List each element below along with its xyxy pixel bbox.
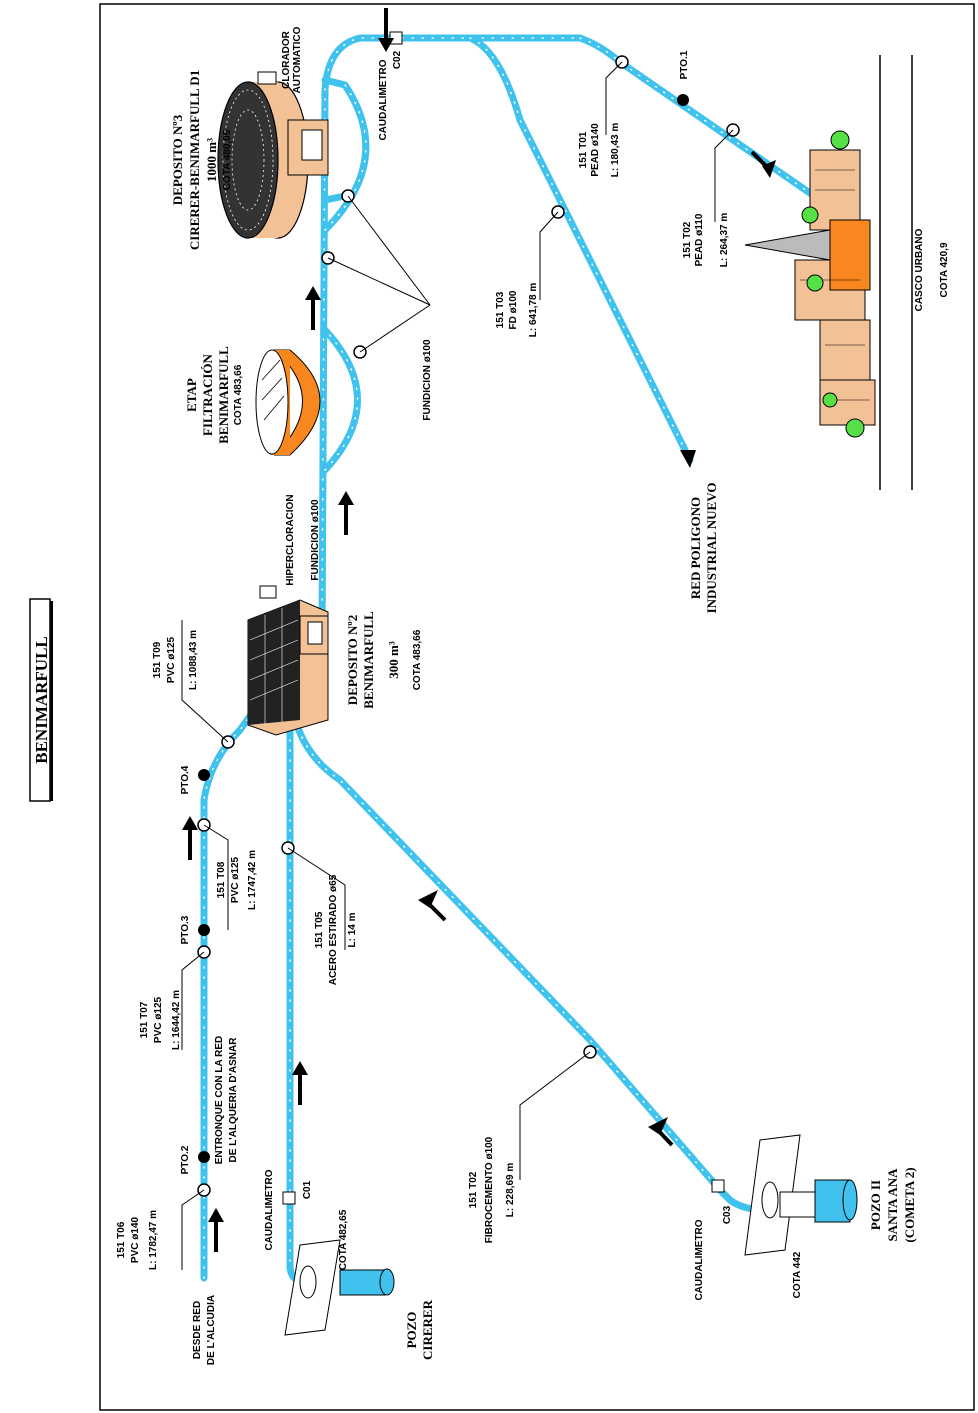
pipe-t03: [466, 34, 694, 464]
t06-label-3: L: 1782,47 m: [148, 1210, 159, 1270]
etap-filter: [255, 349, 321, 456]
pozo2-label-2: SANTA ANA: [885, 1168, 900, 1242]
entronque-label-2: DE L'ALQUERIA D'ASNAR: [228, 1037, 239, 1163]
t08-label-2: PVC ø125: [230, 856, 241, 903]
pipe-deposito3-arc: [321, 76, 370, 234]
deposito3-label-1: DEPOSITO Nº3: [170, 114, 185, 205]
pozo2-label-3: (COMETA 2): [902, 1167, 917, 1242]
t03-label-3: L: 641,78 m: [528, 283, 539, 338]
t07-label-2: PVC ø125: [153, 996, 164, 1043]
drawing-border: [99, 3, 975, 1411]
t01-label-1: 151 T01: [578, 131, 589, 168]
deposito3-cota: COTA 480,05: [222, 129, 233, 190]
t02u-label-1: 151 T02: [682, 221, 693, 258]
etap-cota: COTA 483,66: [233, 364, 244, 425]
arrow-icon: [680, 450, 696, 468]
pozo-cirerer-label-2: CIRERER: [420, 1299, 435, 1360]
t09-label-1: 151 T09: [152, 641, 163, 678]
red-poligono-label-2: INDUSTRIAL NUEVO: [704, 483, 719, 614]
arrow-icon: [208, 1208, 224, 1252]
labels: DEPOSITO Nº3 CIRERER-BENIMARFULL D1 1000…: [116, 26, 950, 1365]
red-poligono-label-1: RED POLIGONO: [688, 497, 703, 599]
arrow-icon: [338, 491, 354, 535]
pto1-label: PTO.1: [679, 50, 690, 79]
arrow-icon: [182, 816, 198, 860]
t08-label-1: 151 T08: [216, 861, 227, 898]
t02l-label-2: FIBROCEMENTO ø100: [484, 1136, 495, 1243]
t06-label-2: PVC ø140: [130, 1216, 141, 1263]
pozo-cirerer-well: [282, 1191, 395, 1336]
deposito-2-tank: [247, 585, 329, 736]
arrow-icon: [418, 890, 447, 922]
arrow-icon: [292, 1061, 308, 1105]
t05-label-2: ACERO ESTIRADO ø65: [328, 874, 339, 985]
cota-pozo-cirerer: COTA 482,65: [338, 1209, 349, 1270]
pto3-label: PTO.3: [180, 915, 191, 944]
t07-label-3: L: 1644,42 m: [171, 990, 182, 1050]
caudalimetro-c02-label-2: C02: [392, 50, 403, 69]
t09-label-3: L: 1088,43 m: [188, 630, 199, 690]
t08-label-3: L: 1747,42 m: [247, 850, 258, 910]
fundicion-label: FUNDICION ø100: [422, 339, 433, 421]
t05-label-3: L: 14 m: [347, 912, 358, 947]
t03-label-2: FD ø100: [508, 290, 519, 329]
caudalimetro-c01-label-1: CAUDALIMETRO: [264, 1169, 275, 1250]
entronque-label-1: ENTRONQUE CON LA RED: [214, 1036, 225, 1165]
desde-label-1: DESDE RED: [192, 1301, 203, 1359]
caudalimetro-c03-label-1: CAUDALIMETRO: [694, 1219, 705, 1300]
flow-arrows: [182, 8, 776, 1252]
fundicion-pipe-label: FUNDICION ø100: [310, 499, 321, 581]
t06-label-1: 151 T06: [116, 1221, 127, 1258]
t02u-label-2: PEAD ø110: [694, 213, 705, 266]
arrow-icon: [648, 1117, 674, 1147]
casco-urbano-label: CASCO URBANO: [914, 228, 925, 311]
clorador-label-2: AUTOMATICO: [292, 26, 303, 93]
town-illustration: [744, 55, 913, 490]
deposito2-label-3: 300 m³: [386, 641, 401, 679]
pto2-label: PTO.2: [180, 1145, 191, 1174]
deposito2-cota: COTA 483,66: [412, 629, 423, 690]
caudalimetro-c01-label-2: C01: [302, 1180, 313, 1199]
pozo-cirerer-label-1: POZO: [404, 1312, 419, 1349]
t02l-label-3: L: 228,69 m: [505, 1163, 516, 1218]
deposito3-label-3: 1000 m³: [204, 138, 219, 182]
cota-pozo2: COTA 442: [792, 1251, 803, 1298]
pipe-t06-t07-t08: [200, 701, 262, 1282]
leader-lines: [181, 61, 734, 1270]
t09-label-2: PVC ø125: [166, 636, 177, 683]
pto4-label: PTO.4: [180, 765, 191, 794]
deposito3-label-2: CIRERER-BENIMARFULL D1: [187, 70, 202, 250]
arrow-icon: [750, 150, 776, 178]
arrow-icon: [378, 8, 394, 52]
page-title: BENIMARFULL: [32, 636, 51, 764]
t07-label-1: 151 T07: [139, 1001, 150, 1038]
casco-urbano-cota: COTA 420,9: [939, 242, 950, 297]
pipe-t02-fibrocemento: [294, 724, 804, 1214]
etap-label-3: BENIMARFULL: [216, 346, 231, 444]
t02u-label-3: L: 264,37 m: [719, 213, 730, 268]
title-box: BENIMARFULL: [29, 598, 53, 802]
deposito2-label-2: BENIMARFULL: [361, 611, 376, 709]
deposito2-label-1: DEPOSITO Nº2: [345, 615, 360, 705]
deposito-3-tank: [217, 71, 329, 239]
clorador-label-1: CLORADOR: [281, 30, 292, 89]
arrow-icon: [305, 286, 321, 330]
t02l-label-1: 151 T02: [468, 1171, 479, 1208]
caudalimetro-c02-label-1: CAUDALIMETRO: [378, 59, 389, 140]
pozo-santa-ana-well: [711, 1134, 858, 1256]
etap-label-1: ETAP: [184, 378, 199, 412]
etap-label-2: FILTRACIÓN: [200, 353, 215, 435]
t01-label-3: L: 180,43 m: [610, 123, 621, 178]
t05-label-1: 151 T05: [314, 911, 325, 948]
caudalimetro-c03-label-2: C03: [722, 1205, 733, 1224]
hipercloracion-label: HIPERCLORACION: [285, 494, 296, 585]
desde-label-2: DE L'ALCUDIA: [206, 1295, 217, 1365]
pozo2-label-1: POZO II: [868, 1180, 883, 1230]
t01-label-2: PEAD ø140: [590, 123, 601, 177]
t03-label-1: 151 T03: [495, 291, 506, 328]
